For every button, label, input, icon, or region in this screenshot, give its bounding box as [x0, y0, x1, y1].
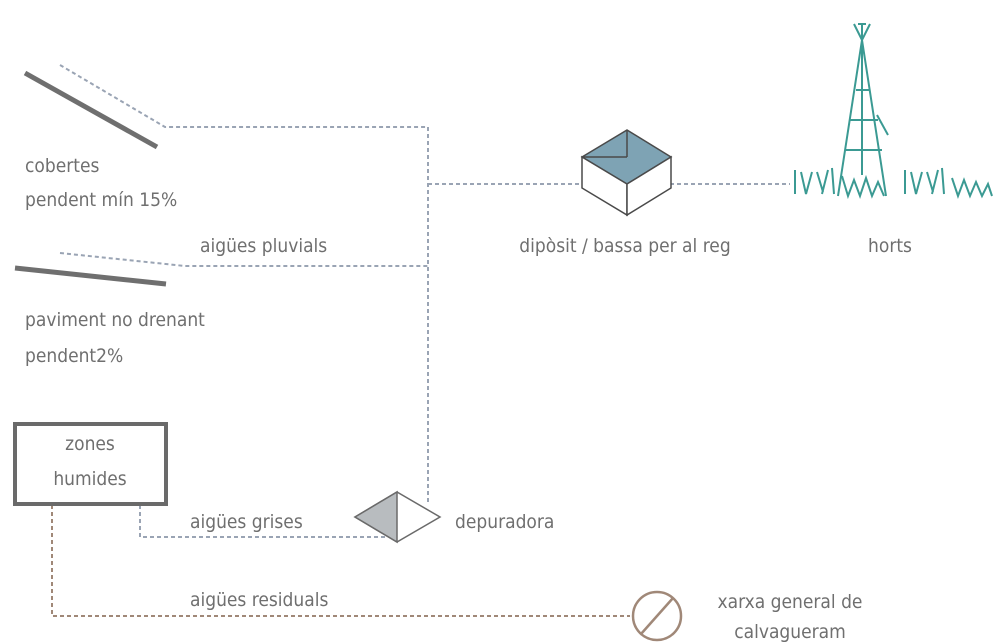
- greywater-line: [139, 505, 385, 538]
- pavement-runoff-line: [59, 252, 428, 267]
- tank-label: dipòsit / bassa per al reg: [519, 235, 730, 257]
- roofs-slope-label: pendent mín 15%: [25, 189, 177, 211]
- pavement-label: paviment no drenant: [25, 309, 205, 331]
- wastewater-label: aigües residuals: [190, 589, 328, 611]
- rainwater-network: [59, 64, 790, 538]
- wetlands-label-line1: zones: [65, 433, 115, 455]
- roof-slope-icon: [23, 70, 159, 150]
- wetlands-label-line2: humides: [53, 468, 126, 490]
- garden-plants-icon: [794, 23, 993, 200]
- rainwater-label: aigües pluvials: [200, 235, 327, 257]
- sewer-label-line2: calvagueram: [734, 621, 846, 642]
- wetland-box-icon: [13, 422, 168, 506]
- wastewater-line: [51, 505, 630, 617]
- sewer-blocked-icon: [631, 590, 683, 642]
- sewer-label-line1: xarxa general de: [718, 591, 863, 613]
- gardens-label: horts: [868, 235, 912, 257]
- pavement-slope-icon: [14, 265, 167, 287]
- roof-runoff-line: [59, 64, 429, 505]
- tank-icon: [580, 129, 673, 217]
- roofs-label: cobertes: [25, 155, 99, 177]
- pavement-slope-label: pendent2%: [25, 345, 123, 367]
- treatment-plant-icon: [353, 490, 442, 544]
- treatment-label: depuradora: [455, 511, 554, 533]
- greywater-label: aigües grises: [190, 511, 303, 533]
